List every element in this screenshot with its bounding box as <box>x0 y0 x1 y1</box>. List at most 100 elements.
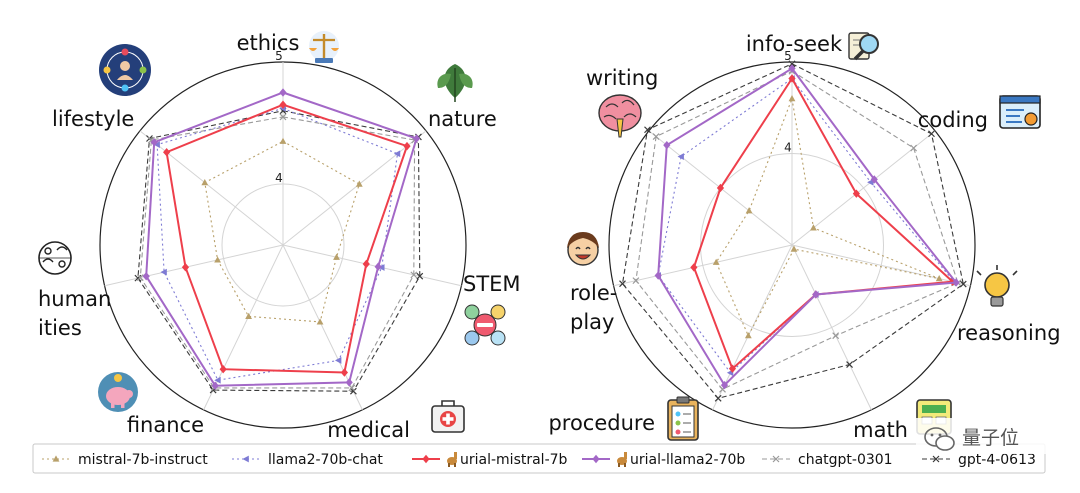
axis-label-nature: nature <box>428 107 497 131</box>
data-point-chatgpt-0301 <box>832 332 840 340</box>
data-point-gpt-4-0613 <box>134 274 142 282</box>
series-urial-llama2-70b <box>142 88 421 390</box>
series-line-urial-llama2-70b <box>145 91 418 387</box>
data-point-urial-mistral-7b <box>340 368 349 377</box>
series-line-llama2-70b-chat <box>156 107 399 381</box>
data-point-urial-llama2-70b <box>279 88 287 97</box>
axis-label-math: math <box>853 418 908 442</box>
lifestyle-icon <box>99 44 151 96</box>
piggy-bank-icon <box>98 372 138 412</box>
series-llama2-70b-chat <box>153 104 401 384</box>
data-point-gpt-4-0613 <box>416 272 424 280</box>
data-point-llama2-70b-chat <box>677 153 684 160</box>
data-point-gpt-4-0613 <box>714 394 722 402</box>
data-point-urial-llama2-70b <box>812 290 820 299</box>
data-point-gpt-4-0613 <box>928 130 935 138</box>
series-line-urial-llama2-70b <box>657 67 959 387</box>
tick-label: 5 <box>275 49 283 63</box>
data-point-mistral-7b-instruct <box>790 245 798 252</box>
data-point-mistral-7b-instruct <box>745 207 753 214</box>
data-point-urial-mistral-7b <box>219 365 227 374</box>
brain-icon <box>598 94 642 138</box>
legend-item-gpt-4-0613: gpt-4-0613 <box>922 452 1036 468</box>
data-point-urial-llama2-70b <box>211 381 219 390</box>
series-line-chatgpt-0301 <box>635 70 959 390</box>
data-point-urial-mistral-7b <box>279 100 287 109</box>
data-point-legend-llama2-70b-chat <box>242 455 249 463</box>
axis-label-ethics: ethics <box>237 31 300 55</box>
leaf-icon <box>437 64 473 102</box>
axis-label-humanities: ities <box>38 316 82 340</box>
legend-label: llama2-70b-chat <box>268 452 383 468</box>
data-point-legend-gpt-4-0613 <box>932 455 940 463</box>
series-line-gpt-4-0613 <box>137 110 421 392</box>
data-point-gpt-4-0613 <box>619 280 626 288</box>
legend-item-urial-mistral-7b: urial-mistral-7b <box>412 452 568 468</box>
legend-item-mistral-7b-instruct: mistral-7b-instruct <box>42 452 208 468</box>
first-aid-kit-icon <box>431 400 465 433</box>
radar-chart-tasks: 45info-seekcodingreasoningmathprocedurer… <box>548 32 1060 442</box>
data-point-urial-mistral-7b <box>788 74 796 83</box>
lightbulb-icon <box>976 265 1018 307</box>
legend-label: urial-llama2-70b <box>630 452 745 468</box>
data-point-mistral-7b-instruct <box>333 253 340 260</box>
data-point-legend-chatgpt-0301 <box>772 455 780 463</box>
llama-icon <box>447 452 457 467</box>
humanities-icon <box>38 241 72 275</box>
axis-label-humanities: human <box>38 287 111 311</box>
data-point-gpt-4-0613 <box>959 280 967 288</box>
radar-chart-domains: 45ethicsnatureSTEMmedicalfinancehumaniti… <box>38 31 521 442</box>
data-point-urial-mistral-7b <box>403 141 411 151</box>
radar-spoke <box>282 130 427 246</box>
series-urial-llama2-70b <box>654 64 960 390</box>
data-point-mistral-7b-instruct <box>214 256 221 263</box>
axis-label-writing: writing <box>586 66 658 90</box>
data-point-urial-llama2-70b <box>870 175 878 184</box>
data-point-legend-mistral-7b-instruct <box>52 455 60 462</box>
series-line-urial-mistral-7b <box>692 76 955 371</box>
axis-label-lifestyle: lifestyle <box>52 107 134 131</box>
series-line-gpt-4-0613 <box>621 63 964 399</box>
radar-spoke <box>613 244 793 287</box>
legend-label: gpt-4-0613 <box>958 452 1036 468</box>
watermark: 量子位 <box>916 418 1048 454</box>
code-window-icon <box>999 95 1041 129</box>
data-point-urial-llama2-70b <box>952 278 960 287</box>
legend: mistral-7b-instruct llama2-70b-chat urial-… <box>32 443 1046 474</box>
data-point-gpt-4-0613 <box>788 60 796 68</box>
data-point-urial-mistral-7b <box>716 183 725 193</box>
data-point-mistral-7b-instruct <box>788 95 796 102</box>
tick-label: 5 <box>784 49 792 63</box>
series-mistral-7b-instruct <box>201 137 363 325</box>
axis-label-role-play: role- <box>570 281 617 305</box>
radar-spoke <box>203 244 284 411</box>
legend-item-urial-llama2-70b: urial-llama2-70b <box>582 452 745 468</box>
data-point-chatgpt-0301 <box>410 271 418 279</box>
data-point-legend-urial-mistral-7b <box>422 454 430 464</box>
data-point-legend-urial-llama2-70b <box>592 454 600 464</box>
data-point-chatgpt-0301 <box>910 144 918 152</box>
legend-frame <box>32 443 1046 474</box>
series-line-mistral-7b-instruct <box>204 140 360 323</box>
legend-label: chatgpt-0301 <box>798 452 893 468</box>
series-gpt-4-0613 <box>619 60 967 402</box>
series-urial-mistral-7b <box>163 100 411 377</box>
data-point-mistral-7b-instruct <box>355 180 363 187</box>
data-point-urial-mistral-7b <box>181 263 190 272</box>
radar-spoke <box>791 244 872 411</box>
data-point-chatgpt-0301 <box>136 274 144 282</box>
legend-item-llama2-70b-chat: llama2-70b-chat <box>232 452 383 468</box>
stem-icon <box>464 304 506 346</box>
data-point-urial-llama2-70b <box>654 271 662 280</box>
data-point-llama2-70b-chat <box>378 264 385 271</box>
data-point-mistral-7b-instruct <box>316 318 324 325</box>
axis-label-finance: finance <box>127 413 204 437</box>
data-point-urial-mistral-7b <box>163 147 171 157</box>
data-point-chatgpt-0301 <box>652 133 660 141</box>
data-point-urial-mistral-7b <box>362 259 370 269</box>
data-point-urial-llama2-70b <box>374 262 382 271</box>
data-point-llama2-70b-chat <box>160 268 167 276</box>
radar-spoke <box>282 244 363 411</box>
radar-spoke <box>139 130 284 246</box>
data-point-urial-llama2-70b <box>720 380 729 390</box>
